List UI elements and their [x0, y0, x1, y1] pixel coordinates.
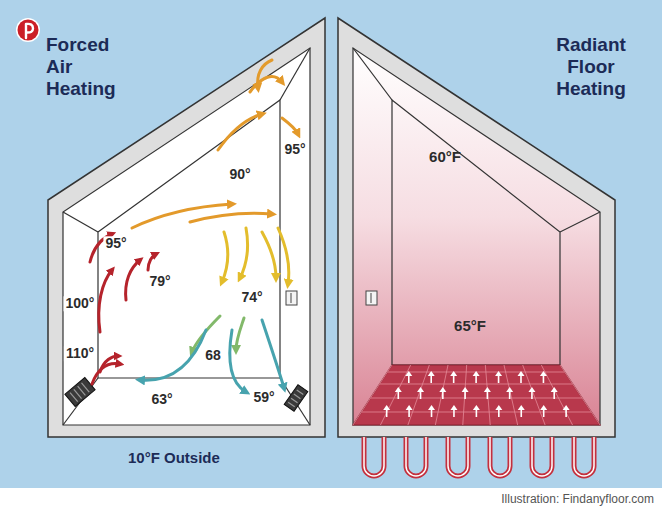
pinterest-badge — [16, 18, 40, 42]
pipe-loop-highlight — [364, 437, 384, 476]
pipe-loop-highlight — [448, 437, 468, 476]
floor-grid — [353, 365, 600, 425]
caption-strip — [0, 488, 662, 512]
outside-temperature: 10°F Outside — [128, 450, 220, 467]
pipe-loop — [364, 437, 384, 476]
temperature-label: 60°F — [429, 149, 461, 166]
image-credit: Illustration: Findanyfloor.com — [501, 493, 654, 506]
supply-vent — [65, 378, 95, 407]
pipe-loop — [532, 437, 552, 476]
pipe-loop — [448, 437, 468, 476]
pipe-loop — [406, 437, 426, 476]
pipe-loop — [490, 437, 510, 476]
temperature-label: 110° — [64, 346, 96, 361]
thermostat — [286, 291, 297, 305]
thermostat — [366, 291, 377, 305]
heating-pipes — [364, 437, 594, 476]
pipe-loop-highlight — [490, 437, 510, 476]
temperature-label: 95° — [103, 236, 128, 251]
temperature-label: 63° — [149, 392, 174, 407]
return-vent — [284, 385, 308, 412]
temperature-label: 79° — [147, 274, 172, 289]
pipe-loop-highlight — [574, 437, 594, 476]
panel-title: Radiant Floor Heating — [546, 34, 636, 100]
temperature-label: 95° — [282, 142, 307, 157]
temperature-label: 65°F — [454, 318, 486, 335]
temperature-label: 100° — [64, 296, 97, 311]
sky-background — [0, 0, 662, 488]
air-flow-arrows — [90, 60, 298, 392]
pipe-loop — [574, 437, 594, 476]
pipe-loop-highlight — [532, 437, 552, 476]
panel-title: Forced Air Heating — [46, 34, 126, 100]
temperature-label: 90° — [227, 167, 252, 182]
temperature-label: 74° — [239, 290, 264, 305]
temperature-label: 68 — [203, 348, 223, 363]
temperature-label: 59° — [251, 390, 276, 405]
pipe-loop-highlight — [406, 437, 426, 476]
